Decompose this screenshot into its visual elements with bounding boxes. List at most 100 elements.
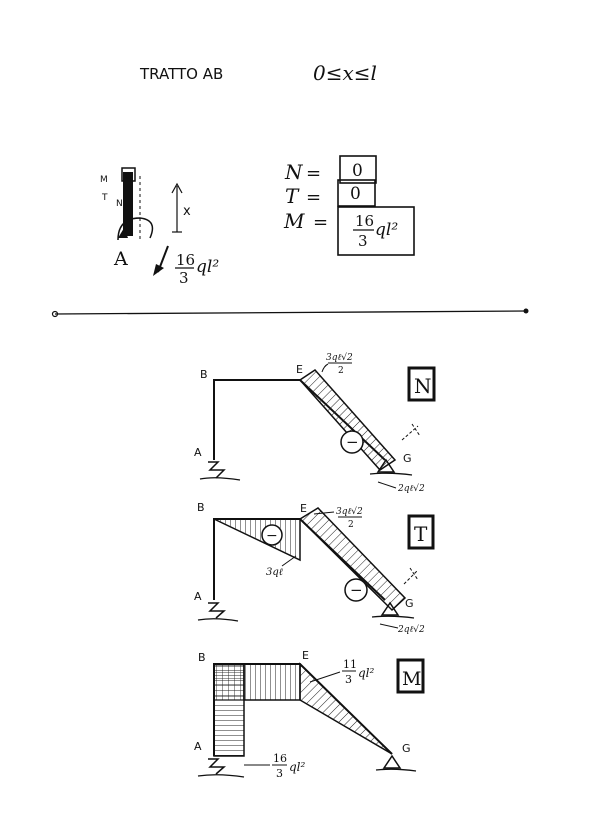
separator-right-dot (523, 308, 529, 314)
separator-left-dot (51, 310, 59, 318)
value-top-num: 11 (343, 658, 357, 671)
ground-g (369, 472, 413, 476)
value-bottom: 2qℓ√2 (397, 483, 425, 494)
section-title: TRATTO AB (139, 65, 223, 83)
moment-tail: ql² (196, 257, 219, 277)
value-top-num: 3qℓ√2 (336, 506, 363, 517)
ground-g (371, 615, 415, 619)
diagram-t: − − A B E G 3qℓ√2 2 3qℓ 2qℓ√2 T (194, 501, 435, 635)
support-g-icon (382, 754, 402, 769)
value-top-tail: ql² (358, 666, 375, 680)
badge-box (396, 658, 425, 694)
moment-denominator: 3 (179, 269, 189, 287)
beam-segment (123, 172, 133, 236)
x-arrow-icon (171, 182, 183, 194)
m-label: M (100, 175, 108, 185)
shear-horizontal-area (213, 518, 301, 562)
badge-box (407, 514, 435, 550)
header: TRATTO AB 0≤x≤l (139, 61, 377, 85)
value-top-den: 2 (348, 520, 354, 530)
normal-force-area (298, 369, 397, 471)
eq-m-denominator: 3 (358, 232, 368, 250)
eq-t-box (337, 179, 376, 207)
sign-circle-inclined (344, 578, 368, 602)
badge-letter: T (414, 522, 428, 546)
eq-t-sign: = (306, 187, 321, 208)
value-top-num: 3qℓ√2 (326, 352, 353, 363)
eq-m-box (337, 206, 415, 256)
range-label: 0≤x≤l (313, 61, 377, 85)
leader-bottom (377, 481, 397, 489)
value-bottom: 2qℓ√2 (397, 624, 425, 635)
eq-m-sign: = (313, 212, 328, 233)
value-mid: 3qℓ (266, 567, 283, 578)
ground-a (197, 618, 239, 622)
eq-t-rhs: 0 (350, 184, 361, 204)
local-axis-icon (403, 567, 419, 585)
leader-bottom (379, 623, 399, 629)
node-a: A (194, 740, 202, 753)
reaction-arrowhead-icon (153, 264, 164, 276)
eq-t-lhs: T (285, 184, 300, 208)
eq-m-lhs: M (283, 209, 305, 233)
leader-top (313, 511, 335, 515)
local-axis-icon (401, 423, 421, 441)
sign-label-horizontal: − (266, 528, 278, 544)
leader-top (309, 671, 341, 683)
value-top-den: 2 (338, 366, 344, 376)
ground-a (197, 774, 245, 778)
node-e: E (302, 649, 309, 662)
node-g: G (403, 452, 412, 465)
support-g-icon (376, 458, 396, 473)
free-body-sketch: ⊕ x M T N A 16 3 ql² (100, 167, 219, 287)
sign-circle-horizontal (261, 524, 283, 546)
eq-n-box (339, 155, 377, 184)
equations: N = 0 T = 0 M = 16 3 ql² (283, 155, 415, 256)
ground-g (375, 768, 417, 772)
leader-mid (281, 555, 297, 567)
node-a: A (194, 446, 202, 459)
eq-m-tail: ql² (375, 220, 398, 240)
badge-letter: M (402, 668, 421, 690)
point-a-label: A (113, 248, 128, 270)
separator (51, 308, 529, 318)
sign-circle (340, 430, 364, 454)
sign-label: − (346, 433, 359, 451)
node-e: E (300, 502, 307, 515)
separator-line (54, 310, 527, 315)
ground-a (199, 477, 241, 481)
support-a-icon (208, 602, 226, 619)
eq-m-numerator: 16 (355, 212, 374, 230)
cut-symbol (121, 167, 136, 182)
badge-letter: N (414, 374, 432, 398)
support-a-icon (208, 461, 226, 479)
moment-numerator: 16 (176, 251, 195, 269)
node-a: A (194, 590, 202, 603)
badge-box (407, 366, 436, 402)
cut-plus-icon: ⊕ (124, 169, 133, 182)
x-label: x (183, 204, 191, 219)
node-e: E (296, 363, 303, 376)
moment-horizontal-area (243, 663, 301, 701)
eq-n-rhs: 0 (352, 161, 363, 181)
value-bottom-num: 16 (273, 752, 287, 765)
eq-n-lhs: N (284, 160, 304, 184)
node-b: B (198, 651, 206, 664)
leader-top (321, 363, 329, 373)
moment-arc (117, 217, 154, 241)
diagram-n: − A B E G 3qℓ√2 2 2qℓ√2 N (194, 352, 436, 494)
node-g: G (405, 597, 414, 610)
moment-wedge (118, 228, 128, 238)
node-b: B (197, 501, 205, 514)
node-b: B (200, 368, 208, 381)
sign-label-inclined: − (350, 581, 363, 599)
moment-inclined-area (299, 662, 393, 755)
eq-n-sign: = (306, 163, 321, 184)
support-a-icon (208, 758, 226, 775)
value-bottom-den: 3 (276, 767, 283, 780)
n-label: N (116, 199, 123, 209)
value-bottom-tail: ql² (289, 760, 306, 774)
node-g: G (402, 742, 411, 755)
value-top-den: 3 (345, 673, 352, 686)
